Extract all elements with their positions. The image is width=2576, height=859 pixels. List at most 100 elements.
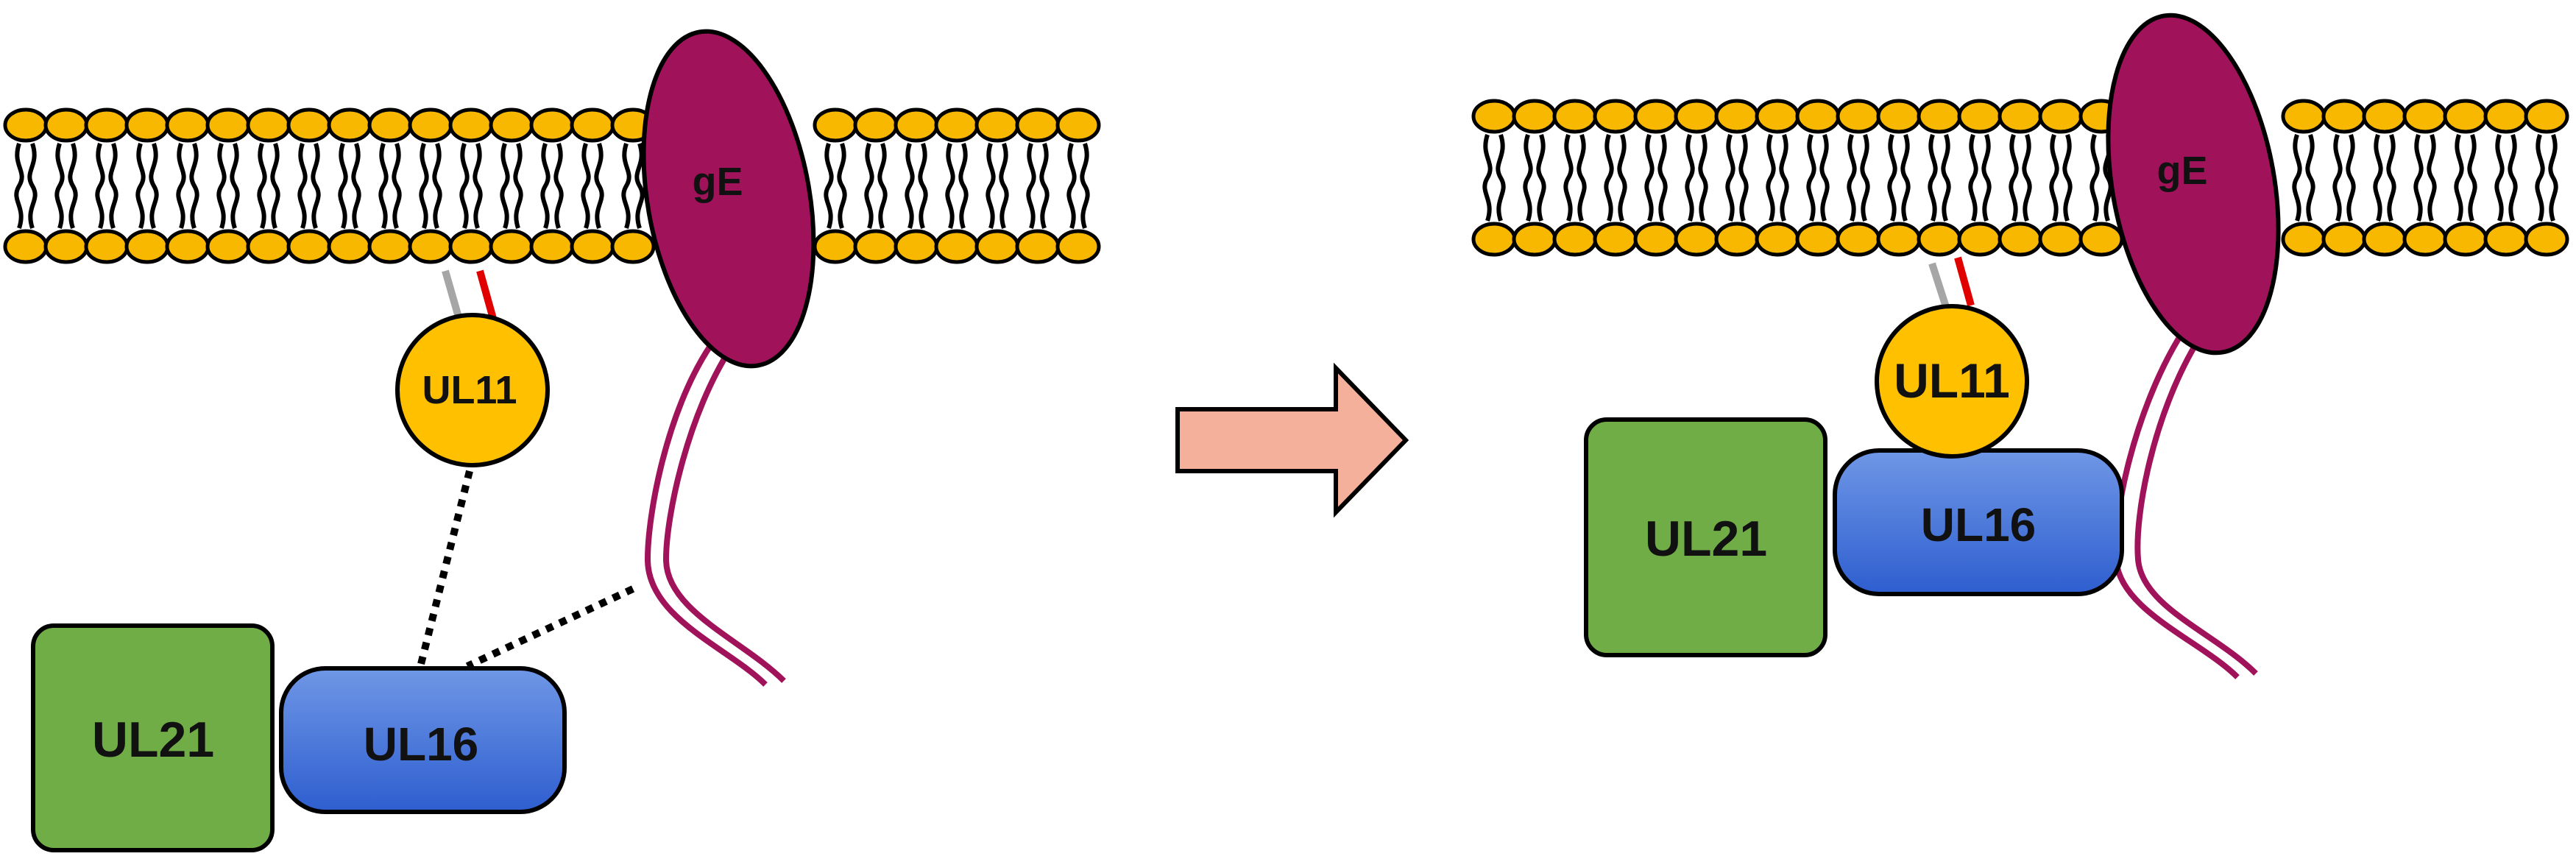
left-lipid-head — [124, 107, 170, 143]
left-lipid-head — [1055, 229, 1101, 264]
left-gE-tail — [644, 344, 768, 687]
right-lipid-tail — [2049, 134, 2059, 222]
right-gE — [2106, 13, 2281, 356]
left-lipid-tail — [958, 143, 969, 229]
right-lipid-head — [1593, 99, 1638, 134]
right-lipid-head — [1552, 222, 1598, 257]
left-lipid-head — [84, 229, 130, 264]
right-lipid-head — [1755, 99, 1800, 134]
right-lipid-head — [1512, 222, 1557, 257]
right-UL11 — [1875, 304, 2029, 459]
left-lipid-head — [853, 107, 899, 143]
left-lipid-tail — [189, 143, 199, 229]
left-lipid-head — [327, 229, 372, 264]
left-lipid-tail — [986, 143, 996, 229]
left-lipid-tail — [297, 143, 308, 229]
right-gE-tail-2 — [2134, 340, 2258, 676]
left-lipid-tail — [14, 143, 24, 229]
right-lipid-head — [2524, 99, 2569, 134]
left-lipid-tail — [999, 143, 1009, 229]
right-lipid-head — [1836, 99, 1881, 134]
right-lipid-tail — [2346, 134, 2356, 222]
right-lipid-head — [1552, 99, 1598, 134]
right-lipid-head — [1674, 222, 1719, 257]
right-lipid-head — [1593, 222, 1638, 257]
left-lipid-head — [43, 107, 89, 143]
right-lipid-tail — [1496, 134, 1506, 222]
left-UL16 — [279, 666, 567, 814]
right-lipid-head — [1876, 99, 1922, 134]
left-lipid-tail — [918, 143, 928, 229]
right-lipid-tail — [2292, 134, 2302, 222]
right-myristoyl-anchor — [1954, 256, 1975, 307]
right-lipid-head — [2483, 99, 2529, 134]
left-lipid-tail — [419, 143, 429, 229]
right-lipid-tail — [1536, 134, 1546, 222]
right-lipid-tail — [2508, 134, 2518, 222]
left-gE-label: gE — [692, 160, 743, 204]
left-lipid-tail — [473, 143, 483, 229]
left-myristoyl-anchor — [476, 269, 498, 325]
left-lipid-tail — [135, 143, 146, 229]
left-lipid-tail — [216, 143, 227, 229]
right-lipid-tail — [1819, 134, 1830, 222]
right-lipid-head — [2078, 222, 2124, 257]
left-lipid-head — [246, 107, 291, 143]
right-lipid-tail — [1604, 134, 1614, 222]
right-lipid-tail — [2062, 134, 2073, 222]
right-UL21-label: UL21 — [1645, 511, 1767, 567]
left-membrane — [3, 107, 1101, 264]
left-lipid-head — [974, 229, 1020, 264]
right-UL21 — [1584, 417, 1827, 657]
left-lipid-head — [327, 107, 372, 143]
left-lipid-head — [894, 107, 939, 143]
left-lipid-head — [286, 229, 332, 264]
left-UL11-label: UL11 — [422, 368, 517, 412]
left-lipid-head — [246, 229, 291, 264]
left-lipid-head — [529, 107, 575, 143]
left-UL21-label: UL21 — [92, 712, 214, 768]
left-lipid-tail — [27, 143, 38, 229]
left-gE-tail-2 — [662, 344, 786, 683]
right-lipid-tail — [1847, 134, 1857, 222]
right-lipid-tail — [2022, 134, 2032, 222]
right-lipid-head — [2402, 99, 2448, 134]
right-UL11-label: UL11 — [1894, 353, 2010, 408]
right-lipid-head — [1633, 99, 1679, 134]
left-lipid-head — [165, 229, 210, 264]
right-lipid-head — [1957, 99, 2003, 134]
left-lipid-tail — [257, 143, 267, 229]
right-lipid-tail — [1981, 134, 1992, 222]
left-lipid-tail — [824, 143, 834, 229]
left-lipid-tail — [149, 143, 159, 229]
right-lipid-head — [1633, 222, 1679, 257]
right-lipid-tail — [2467, 134, 2477, 222]
right-lipid-tail — [2305, 134, 2315, 222]
left-lipid-head — [3, 229, 49, 264]
right-lipid-tail — [1738, 134, 1749, 222]
left-interaction-dots-gE-UL16 — [465, 585, 635, 670]
right-lipid-tail — [1563, 134, 1574, 222]
right-lipid-tail — [1941, 134, 1951, 222]
right-lipid-tail — [1860, 134, 1870, 222]
right-lipid-tail — [2090, 134, 2100, 222]
left-lipid-tail — [95, 143, 105, 229]
right-lipid-head — [1795, 99, 1841, 134]
right-lipid-head — [2443, 222, 2488, 257]
right-UL16-label: UL16 — [1921, 498, 2037, 551]
right-lipid-head — [2281, 222, 2326, 257]
left-lipid-tail — [500, 143, 510, 229]
left-lipid-head — [570, 107, 615, 143]
right-lipid-head — [1836, 222, 1881, 257]
left-lipid-head — [894, 229, 939, 264]
left-lipid-head — [853, 229, 899, 264]
left-lipid-tail — [877, 143, 888, 229]
right-lipid-tail — [1766, 134, 1776, 222]
right-lipid-head — [1917, 222, 1962, 257]
left-lipid-head — [448, 229, 494, 264]
left-interaction-dots-UL11-UL16 — [416, 470, 473, 671]
right-lipid-tail — [2548, 134, 2558, 222]
left-lipid-tail — [581, 143, 591, 229]
right-lipid-head — [1998, 99, 2043, 134]
left-lipid-tail — [1026, 143, 1036, 229]
